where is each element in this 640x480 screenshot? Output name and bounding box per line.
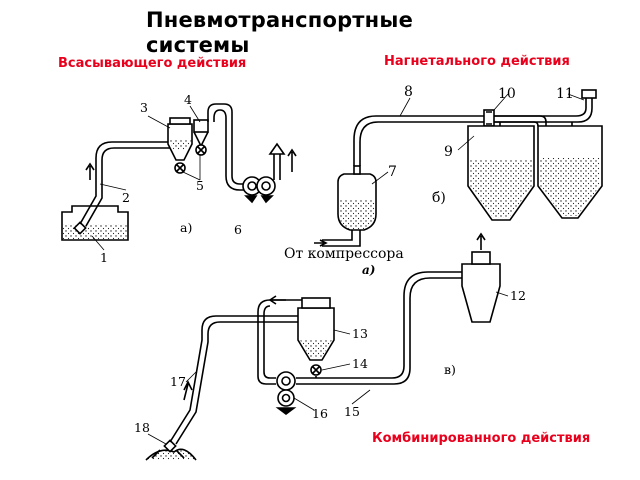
- diagram-part-c: [145, 232, 501, 461]
- caption-b: б): [432, 190, 446, 206]
- callout-16: 16: [312, 406, 328, 421]
- subtitle-pressure: Нагнетального действия: [384, 54, 570, 69]
- cyclone: [461, 263, 501, 323]
- callout-15: 15: [344, 404, 360, 419]
- diagram-part-b: [314, 89, 603, 247]
- compressor-inlet: [322, 230, 361, 247]
- compressor-label: От компрессора: [284, 246, 404, 262]
- suction-nozzle: [73, 221, 87, 235]
- callout-8: 8: [404, 84, 413, 100]
- caption-a: а): [180, 220, 192, 235]
- pressure-line: [296, 271, 470, 379]
- callout-12: 12: [510, 288, 526, 303]
- filter: [193, 119, 209, 133]
- callout-5: 5: [196, 178, 204, 193]
- callout-7: 7: [388, 164, 397, 180]
- callout-18: 18: [134, 420, 150, 435]
- diagram-part-a: [61, 103, 297, 241]
- combined-blower: [276, 371, 296, 391]
- marker-a: a): [362, 263, 375, 277]
- subtitle-combined: Комбинированного действия: [372, 431, 591, 446]
- transport-pipe: [353, 115, 547, 166]
- callout-9: 9: [444, 144, 453, 160]
- callout-14: 14: [352, 356, 368, 371]
- callout-17: 17: [170, 374, 186, 389]
- callout-4: 4: [184, 92, 192, 107]
- callout-2: 2: [122, 190, 130, 205]
- callout-3: 3: [140, 100, 148, 115]
- callout-10: 10: [498, 86, 516, 102]
- callout-11: 11: [556, 86, 574, 102]
- bulk-material: [63, 224, 127, 239]
- air-pipe: [207, 103, 244, 185]
- callout-6: 6: [234, 222, 242, 237]
- suction-line: [169, 315, 300, 443]
- callout-1: 1: [100, 250, 108, 265]
- subtitle-suction: Всасывающего действия: [58, 56, 247, 71]
- suction-pipe: [79, 141, 170, 225]
- callout-13: 13: [352, 326, 368, 341]
- caption-c: в): [444, 362, 456, 377]
- page-title: Пневмотранспортные системы: [146, 8, 414, 57]
